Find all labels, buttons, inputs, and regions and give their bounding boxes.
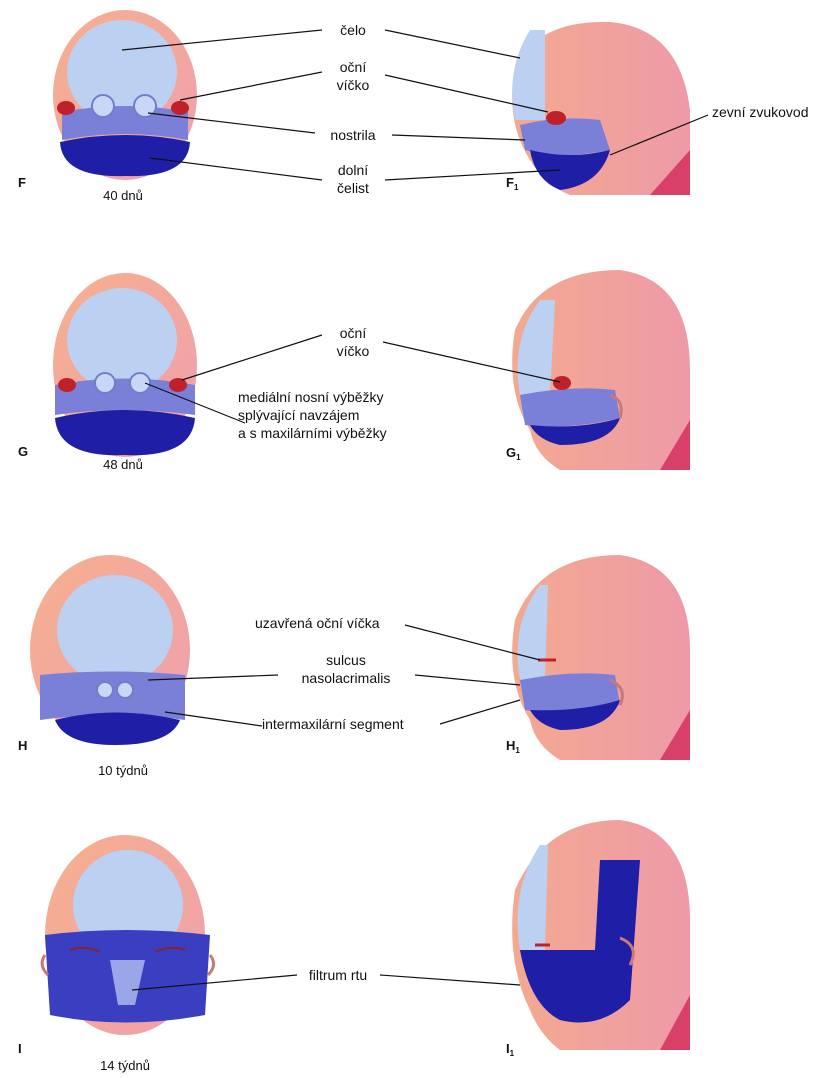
- eye: [546, 111, 566, 125]
- label-ocni-vicko-F-line1: oční: [340, 59, 367, 75]
- nostril-right: [117, 682, 133, 698]
- panel-G-front-view: [53, 273, 197, 457]
- label-ocni-vicko-G-line2: víčko: [337, 343, 370, 359]
- label-dolni-celist-line2: čelist: [337, 180, 369, 196]
- leader-dolni-celist-right: [385, 170, 560, 180]
- eye-right: [169, 378, 187, 392]
- panel-letter-I: I: [18, 1041, 22, 1056]
- nostril-left: [97, 682, 113, 698]
- eye-left: [58, 378, 76, 392]
- panel-F-front-view: [53, 10, 197, 180]
- label-dolni-celist-line1: dolní: [338, 162, 368, 178]
- mandible-region: [60, 135, 190, 176]
- label-zevni-zvukovod: zevní zvukovod: [712, 104, 809, 120]
- ear-right: [208, 955, 214, 975]
- leader-intermaxilarni-right: [440, 700, 520, 724]
- maxillary-process: [520, 388, 620, 426]
- label-uzavrena-vicka: uzavřená oční víčka: [255, 615, 380, 631]
- age-H: 10 týdnů: [98, 763, 148, 778]
- label-ocni-vicko-G-line1: oční: [340, 325, 367, 341]
- label-filtrum: filtrum rtu: [309, 967, 367, 983]
- label-sulcus-line2: nasolacrimalis: [302, 670, 391, 686]
- leader-nostrila-right: [392, 135, 525, 140]
- panel-I-front-view: [42, 835, 213, 1035]
- label-medialni-line3: a s maxilárními výběžky: [238, 425, 387, 441]
- label-medialni-line2: splývající navzájem: [238, 407, 359, 423]
- leader-ocni-vicko-G-left: [182, 335, 322, 380]
- panel-G1-side-view: [512, 270, 690, 470]
- leader-filtrum-right: [380, 975, 520, 985]
- forehead-region: [518, 845, 549, 950]
- label-medialni-line1: mediální nosní výběžky: [238, 389, 384, 405]
- nasal-pit-left: [92, 95, 114, 117]
- panel-letter-F1: F1: [506, 175, 519, 192]
- panel-F1-side-view: [512, 22, 690, 195]
- eye-left: [57, 101, 75, 115]
- age-I: 14 týdnů: [100, 1058, 150, 1073]
- label-nostrila: nostrila: [330, 127, 375, 143]
- eye-right: [171, 101, 189, 115]
- leader-sulcus-right: [415, 675, 520, 685]
- nasal-pit-right: [130, 373, 150, 393]
- forehead-region: [57, 575, 173, 685]
- maxillary-process: [520, 118, 610, 155]
- leader-dolni-celist-left: [150, 158, 322, 180]
- forehead-region: [518, 585, 549, 680]
- forehead-region: [518, 300, 556, 395]
- forehead-region: [512, 30, 545, 120]
- panel-letter-I1: I1: [506, 1041, 515, 1058]
- age-F: 40 dnů: [103, 188, 143, 203]
- mandible-region: [55, 713, 180, 746]
- eye: [553, 376, 571, 390]
- labels: čelo oční víčko nostrila dolní čelist ze…: [238, 22, 809, 983]
- panel-I1-side-view: [512, 820, 690, 1050]
- mandible-region: [55, 410, 195, 455]
- panel-H1-side-view: [512, 555, 690, 760]
- panel-letter-H1: H1: [506, 738, 520, 755]
- panel-H-front-view: [30, 555, 190, 745]
- age-G: 48 dnů: [103, 457, 143, 472]
- label-celo: čelo: [340, 22, 366, 38]
- panel-letter-G1: G1: [506, 445, 521, 462]
- label-ocni-vicko-F-line2: víčko: [337, 77, 370, 93]
- label-sulcus-line1: sulcus: [326, 652, 366, 668]
- panel-letter-G: G: [18, 444, 28, 459]
- panel-letter-H: H: [18, 738, 27, 753]
- forehead-region: [67, 288, 177, 392]
- leader-ocni-vicko-left: [180, 72, 322, 100]
- leader-celo-right: [385, 30, 520, 58]
- label-intermaxilarni: intermaxilární segment: [262, 716, 404, 732]
- nasal-pit-left: [95, 373, 115, 393]
- panel-letter-F: F: [18, 175, 26, 190]
